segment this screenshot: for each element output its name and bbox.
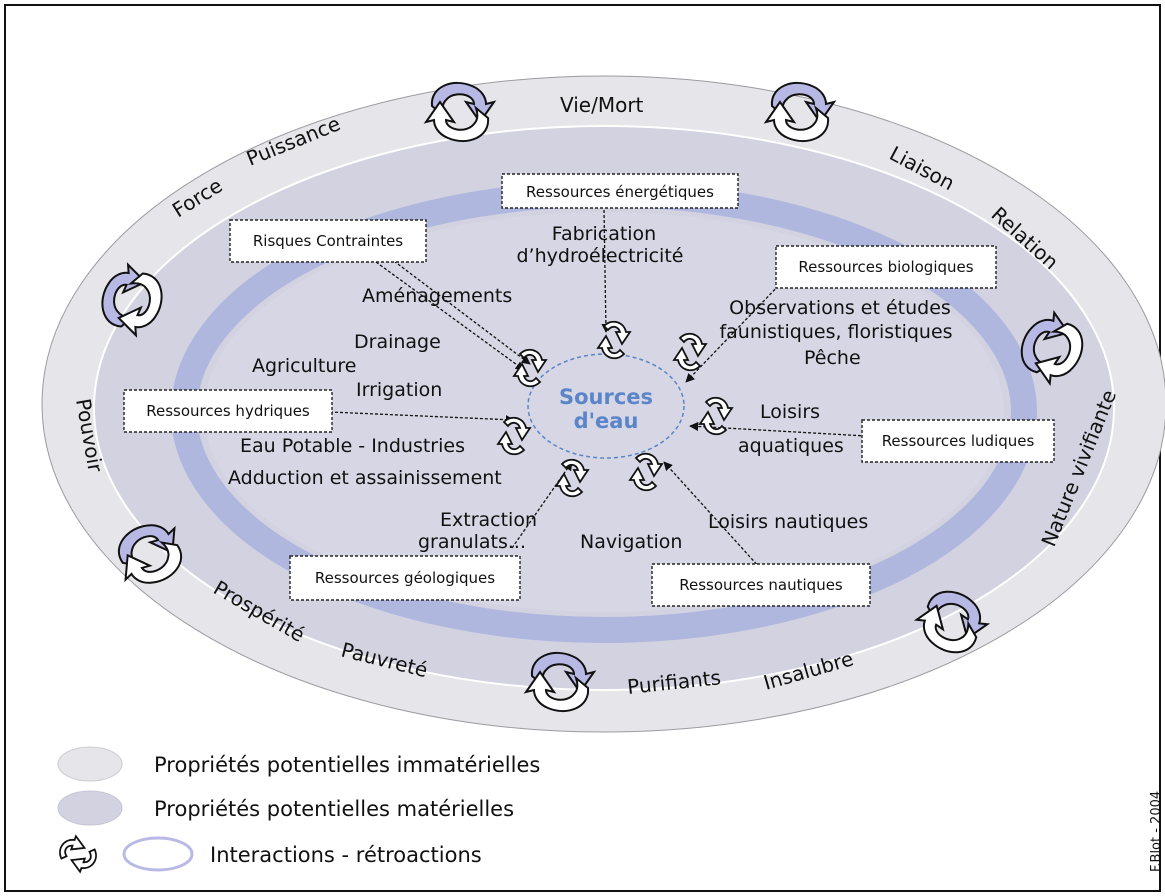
legend-materielles: Propriétés potentielles matérielles xyxy=(154,797,514,821)
label-granulats: granulats... xyxy=(418,531,526,553)
box-hydriques xyxy=(123,389,333,433)
box-ludiques xyxy=(861,419,1055,463)
box-risques-label: Risques Contraintes xyxy=(253,232,403,250)
label-amenagements: Aménagements xyxy=(362,285,512,307)
legend-swatch-immaterielles xyxy=(57,746,123,782)
center-label-1: Sources xyxy=(559,385,653,409)
ring-vie-mort: Vie/Mort xyxy=(560,93,644,117)
interaction-arrow-icon xyxy=(54,831,102,877)
legend-interactions: Interactions - rétroactions xyxy=(210,843,482,867)
box-risques xyxy=(229,219,427,263)
box-ludiques-label: Ressources ludiques xyxy=(882,432,1035,450)
legend-cycle-icon xyxy=(122,836,194,872)
label-irrigation: Irrigation xyxy=(356,379,442,401)
box-nautiques xyxy=(651,563,871,607)
label-adduction: Adduction et assainissement xyxy=(228,467,502,489)
box-energetiques xyxy=(501,173,739,209)
box-biologiques xyxy=(775,245,997,289)
label-agriculture: Agriculture xyxy=(252,355,357,377)
box-nautiques-label: Ressources nautiques xyxy=(679,576,843,594)
box-biologiques-label: Ressources biologiques xyxy=(798,258,973,276)
label-hydroelectricite: d’hydroélectricité xyxy=(517,245,684,267)
label-navigation: Navigation xyxy=(580,531,682,553)
label-peche: Pêche xyxy=(804,347,861,369)
label-observations: Observations et études xyxy=(729,297,951,319)
box-geologiques xyxy=(289,555,521,601)
label-extraction: Extraction xyxy=(440,509,537,531)
box-geologiques-label: Ressources géologiques xyxy=(315,569,495,587)
legend-swatch-materielles xyxy=(57,790,123,826)
box-energetiques-label: Ressources énergétiques xyxy=(526,183,714,201)
label-fabrication: Fabrication xyxy=(552,223,656,245)
legend-immaterielles: Propriétés potentielles immatérielles xyxy=(154,753,540,777)
label-aquatiques: aquatiques xyxy=(738,435,844,457)
box-hydriques-label: Ressources hydriques xyxy=(146,402,310,420)
label-faunistiques: faunistiques, floristiques xyxy=(719,321,952,343)
label-eau-potable: Eau Potable - Industries xyxy=(240,435,465,457)
inner-ellipse xyxy=(204,212,1004,612)
center-label-2: d'eau xyxy=(574,409,639,433)
label-loisirs: Loisirs xyxy=(760,401,820,423)
credit: F.Blot - 2004 xyxy=(1149,791,1164,872)
label-loisirs-nautiques: Loisirs nautiques xyxy=(708,511,868,533)
label-drainage: Drainage xyxy=(354,331,441,353)
